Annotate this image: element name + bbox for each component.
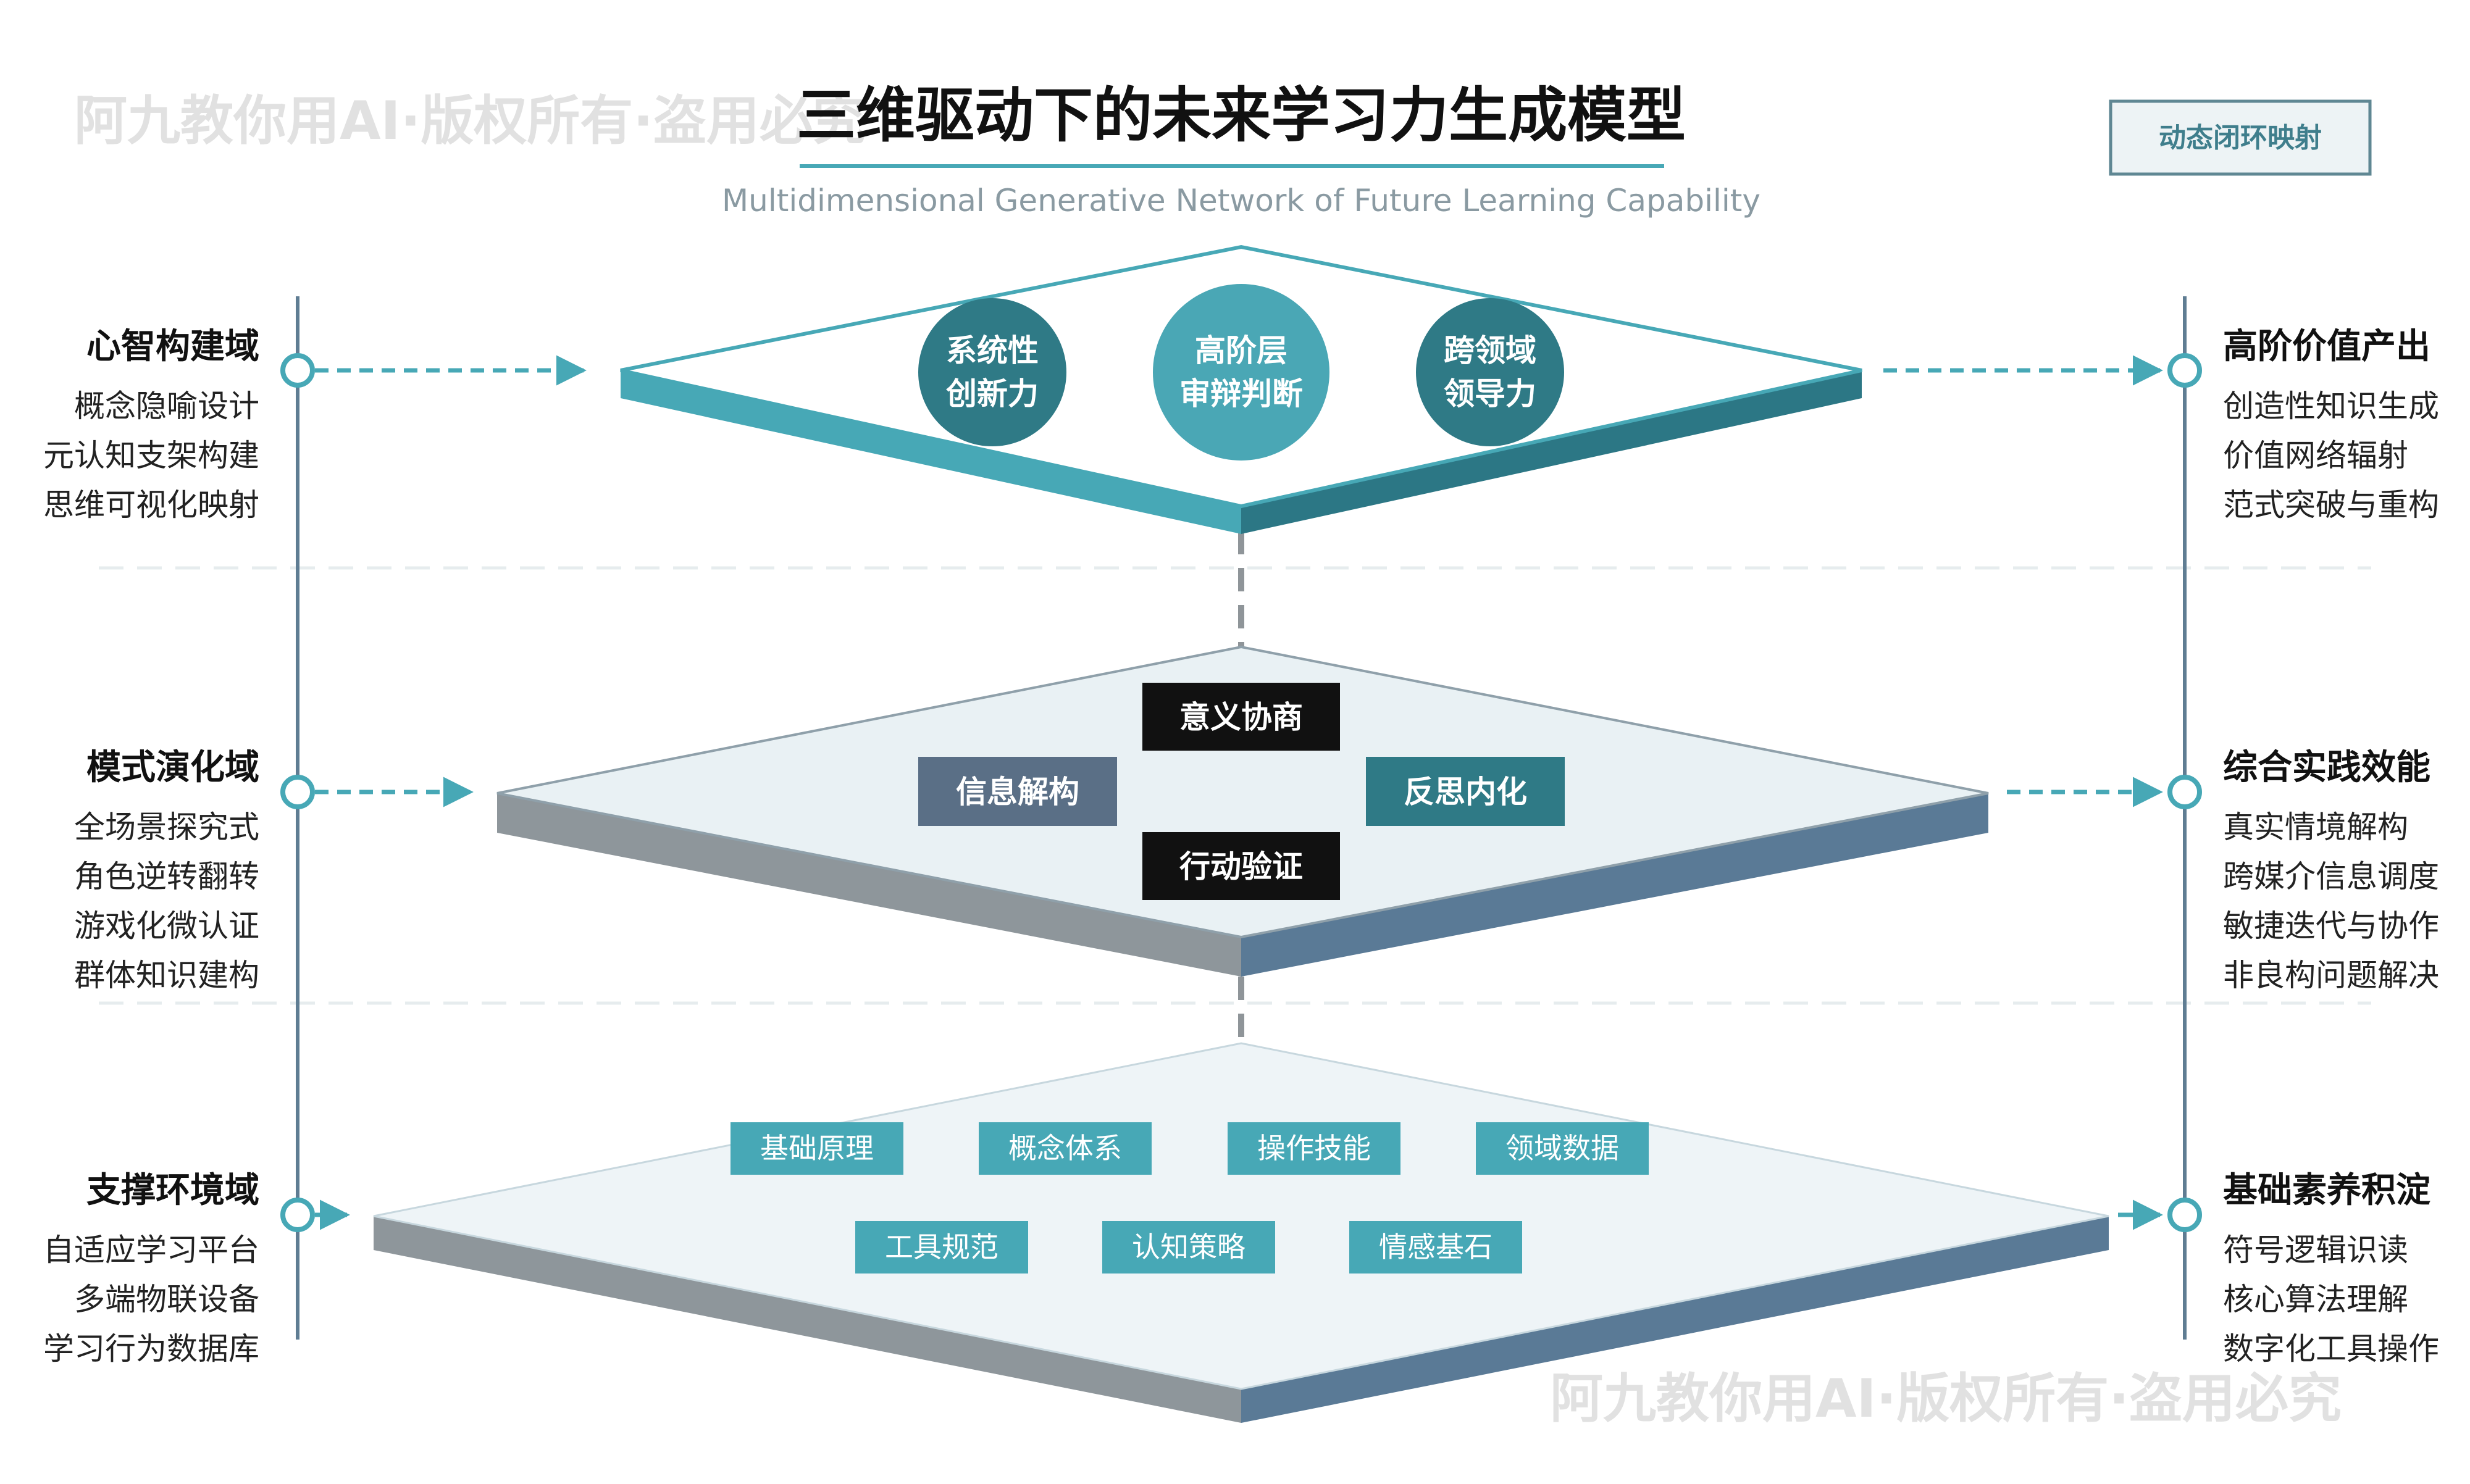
base-chip xyxy=(1349,1221,1522,1273)
domain-title: 综合实践效能 xyxy=(2223,748,2430,788)
box-meaning-negotiation: 意义协商 xyxy=(1142,683,1340,751)
base-chip-label: 操作技能 xyxy=(1257,1132,1371,1165)
domain-title: 模式演化域 xyxy=(86,748,259,788)
domain-item: 核心算法理解 xyxy=(2223,1282,2408,1317)
box-label: 反思内化 xyxy=(1404,774,1527,810)
base-chip-label: 领域数据 xyxy=(1505,1132,1619,1165)
middle-layer: 意义协商 信息解构 反思内化 行动验证 xyxy=(496,645,1989,977)
domain-title: 心智构建域 xyxy=(86,327,259,367)
left-domain-mind: 心智构建域 概念隐喻设计 元认知支架构建 思维可视化映射 xyxy=(43,327,259,523)
base-chip-label: 工具规范 xyxy=(885,1230,998,1264)
base-chip xyxy=(979,1122,1152,1175)
base-chip xyxy=(731,1122,903,1175)
domain-item: 创造性知识生成 xyxy=(2223,388,2439,424)
domain-item: 群体知识建构 xyxy=(74,957,259,993)
box-label: 意义协商 xyxy=(1179,699,1303,735)
domain-title: 基础素养积淀 xyxy=(2223,1170,2430,1211)
circle-label-line1: 高阶层 xyxy=(1195,333,1287,369)
top-layer-left-face xyxy=(621,370,1241,534)
domain-item: 敏捷迭代与协作 xyxy=(2223,908,2439,944)
domain-item: 多端物联设备 xyxy=(74,1282,259,1317)
badge-dynamic-loop: 动态闭环映射 xyxy=(2109,99,2372,176)
circle-cross-domain-leadership: 跨领域 领导力 xyxy=(1416,298,1564,446)
right-node-literacy xyxy=(2118,1198,2202,1232)
right-node-value xyxy=(1883,353,2202,388)
domain-item: 符号逻辑识读 xyxy=(2223,1232,2408,1268)
top-layer-right-face xyxy=(1241,370,1862,534)
base-chip xyxy=(1228,1122,1400,1175)
domain-item: 元认知支架构建 xyxy=(43,438,259,473)
right-domain-practice: 综合实践效能 真实情境解构 跨媒介信息调度 敏捷迭代与协作 非良构问题解决 xyxy=(2223,748,2439,993)
bottom-layer-right-face xyxy=(1241,1216,2109,1423)
watermark-top-left: 阿九教你用AI·版权所有·盗用必究 xyxy=(74,90,866,152)
left-node-environment xyxy=(280,1198,350,1232)
box-action-verification: 行动验证 xyxy=(1142,832,1340,900)
domain-item: 全场景探究式 xyxy=(74,809,259,845)
domain-item: 学习行为数据库 xyxy=(43,1331,259,1367)
watermark-bottom-right: 阿九教你用AI·版权所有·盗用必究 xyxy=(1550,1368,2342,1430)
left-domain-mode: 模式演化域 全场景探究式 角色逆转翻转 游戏化微认证 群体知识建构 xyxy=(74,748,259,993)
right-domain-literacy: 基础素养积淀 符号逻辑识读 核心算法理解 数字化工具操作 xyxy=(2223,1170,2439,1367)
middle-layer-right-face xyxy=(1241,793,1988,977)
box-reflective-internalization: 反思内化 xyxy=(1366,757,1565,826)
left-node-mode xyxy=(280,775,474,809)
domain-item: 自适应学习平台 xyxy=(43,1232,259,1268)
page-title: 三维驱动下的未来学习力生成模型 xyxy=(797,81,1686,150)
base-chip-label: 认知策略 xyxy=(1132,1230,1245,1264)
bottom-layer: 基础原理 概念体系 操作技能 领域数据 工具规范 认知策略 情感基石 xyxy=(373,1042,2109,1423)
domain-item: 概念隐喻设计 xyxy=(74,388,259,424)
base-chip-row-1: 基础原理 概念体系 操作技能 领域数据 xyxy=(731,1122,1649,1175)
circle-label-line1: 系统性 xyxy=(946,333,1039,369)
box-label: 信息解构 xyxy=(956,774,1079,810)
domain-item: 非良构问题解决 xyxy=(2223,957,2439,993)
bottom-layer-surface xyxy=(373,1042,2109,1390)
circle-label-line2: 审辩判断 xyxy=(1179,376,1303,412)
base-chip xyxy=(855,1221,1028,1273)
circle-critical-judgment: 高阶层 审辩判断 xyxy=(1153,284,1329,461)
domain-title: 支撑环境域 xyxy=(86,1170,259,1211)
domain-item: 数字化工具操作 xyxy=(2223,1331,2439,1367)
domain-item: 角色逆转翻转 xyxy=(74,859,259,894)
badge-label: 动态闭环映射 xyxy=(2159,122,2322,154)
box-label: 行动验证 xyxy=(1179,849,1303,885)
middle-layer-surface xyxy=(496,645,1989,939)
base-chip-label: 基础原理 xyxy=(760,1132,874,1165)
left-domain-environment: 支撑环境域 自适应学习平台 多端物联设备 学习行为数据库 xyxy=(43,1170,259,1367)
right-node-practice xyxy=(2007,775,2202,809)
domain-title: 高阶价值产出 xyxy=(2223,327,2430,367)
box-information-deconstruction: 信息解构 xyxy=(918,757,1117,826)
circle-label-line1: 跨领域 xyxy=(1444,333,1536,369)
title-underline xyxy=(800,164,1664,168)
circle-systemic-innovation: 系统性 创新力 xyxy=(918,298,1066,446)
domain-item: 跨媒介信息调度 xyxy=(2223,859,2439,894)
domain-item: 范式突破与重构 xyxy=(2223,487,2439,523)
domain-item: 价值网络辐射 xyxy=(2223,438,2408,473)
base-chip xyxy=(1102,1221,1275,1273)
circle-label-line2: 创新力 xyxy=(946,376,1039,412)
base-chip-label: 概念体系 xyxy=(1008,1132,1122,1165)
middle-layer-left-face xyxy=(497,793,1241,977)
domain-item: 思维可视化映射 xyxy=(43,487,259,523)
bottom-layer-left-face xyxy=(374,1216,1241,1423)
base-chip-label: 情感基石 xyxy=(1379,1230,1492,1264)
left-node-mind xyxy=(280,353,587,388)
right-domain-value: 高阶价值产出 创造性知识生成 价值网络辐射 范式突破与重构 xyxy=(2223,327,2439,523)
base-chip-row-2: 工具规范 认知策略 情感基石 xyxy=(855,1221,1522,1273)
circle-label-line2: 领导力 xyxy=(1444,376,1536,412)
page-subtitle: Multidimensional Generative Network of F… xyxy=(722,183,1760,219)
domain-item: 游戏化微认证 xyxy=(74,908,259,944)
domain-item: 真实情境解构 xyxy=(2223,809,2408,845)
base-chip xyxy=(1476,1122,1649,1175)
top-layer: 系统性 创新力 高阶层 审辩判断 跨领域 领导力 xyxy=(620,244,1862,534)
